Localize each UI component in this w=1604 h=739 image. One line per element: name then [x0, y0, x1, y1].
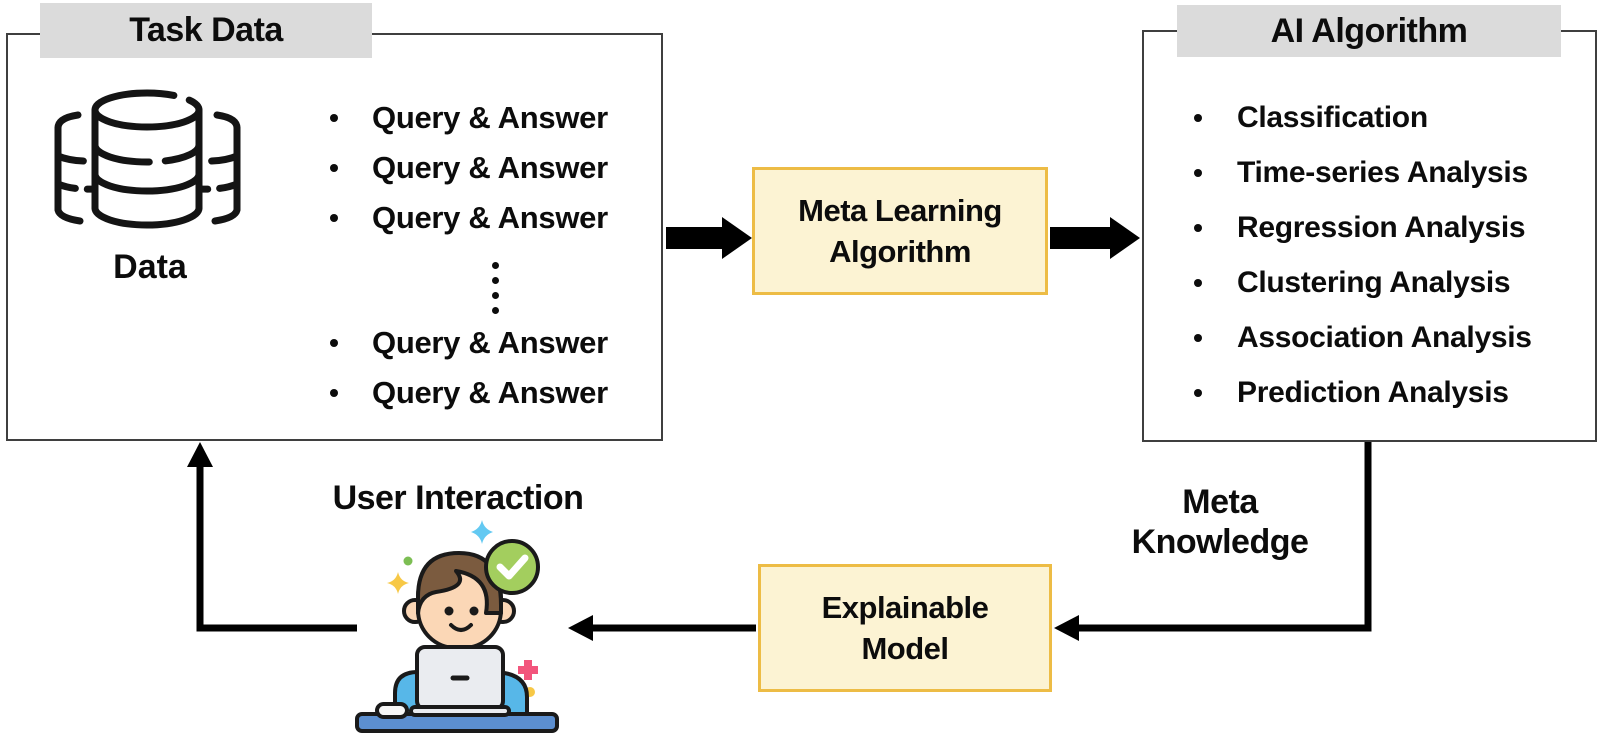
ai-item-label: Association Analysis	[1237, 321, 1532, 354]
database-label: Data	[113, 248, 187, 286]
bullet-icon	[1194, 334, 1202, 342]
bullet-icon	[330, 389, 338, 397]
bullet-icon	[330, 214, 338, 222]
check-mark-icon	[496, 554, 529, 580]
ai-item: Prediction Analysis	[1194, 372, 1509, 414]
arrow-user-to-task-head-icon	[187, 442, 213, 467]
ai-item: Clustering Analysis	[1194, 262, 1511, 304]
bullet-icon	[1194, 114, 1202, 122]
meta-learning-line1: Meta Learning	[798, 193, 1002, 228]
meta-knowledge-line1: Meta	[1182, 483, 1258, 521]
user-interaction-label: User Interaction	[332, 479, 584, 517]
task-data-header: Task Data	[40, 3, 372, 58]
ai-item: Time-series Analysis	[1194, 152, 1528, 194]
smile	[449, 623, 473, 632]
ai-item: Regression Analysis	[1194, 207, 1526, 249]
task-item: Query & Answer	[330, 372, 608, 414]
task-item-label: Query & Answer	[372, 375, 608, 410]
vertical-ellipsis-icon	[492, 262, 499, 322]
meta-knowledge-label: Meta Knowledge	[1070, 482, 1370, 562]
bullet-icon	[1194, 389, 1202, 397]
meta-learning-line2: Algorithm	[829, 234, 971, 269]
bullet-icon	[330, 114, 338, 122]
task-item-label: Query & Answer	[372, 150, 608, 185]
explainable-model-box: Explainable Model	[758, 564, 1052, 692]
ai-item-label: Clustering Analysis	[1237, 266, 1511, 299]
sparkle-blue-icon	[471, 520, 493, 544]
task-item: Query & Answer	[330, 322, 608, 364]
ai-item-label: Time-series Analysis	[1237, 156, 1528, 189]
arrow-explainable-to-user-head-icon	[568, 615, 593, 641]
user-illustration	[355, 520, 559, 733]
hair	[416, 551, 503, 615]
task-item: Query & Answer	[330, 97, 608, 139]
ai-item: Association Analysis	[1194, 317, 1532, 359]
ai-algorithm-box	[1142, 30, 1597, 442]
arrow-meta-to-ai-icon	[1050, 217, 1140, 259]
bullet-icon	[330, 339, 338, 347]
bullet-icon	[1194, 224, 1202, 232]
task-data-box	[6, 33, 663, 441]
arrow-ai-to-explainable-head-icon	[1054, 615, 1079, 641]
sparkle-green-dot-icon	[403, 556, 413, 566]
laptop-base	[409, 705, 511, 717]
meta-learning-box: Meta Learning Algorithm	[752, 167, 1048, 295]
check-badge-icon	[484, 539, 540, 595]
sparkle-yellow-icon	[387, 572, 409, 594]
ai-algorithm-title: AI Algorithm	[1270, 12, 1468, 50]
arrow-user-to-task-line	[196, 464, 357, 632]
left-eye	[444, 606, 454, 616]
right-eye	[469, 606, 479, 616]
arrow-task-to-meta-icon	[666, 217, 752, 259]
meta-knowledge-line2: Knowledge	[1131, 523, 1309, 561]
bullet-icon	[1194, 169, 1202, 177]
ai-algorithm-header: AI Algorithm	[1177, 5, 1561, 57]
database-icon	[54, 89, 241, 229]
explainable-model-line1: Explainable	[821, 590, 989, 625]
task-item: Query & Answer	[330, 197, 608, 239]
ai-item-label: Prediction Analysis	[1237, 376, 1509, 409]
bullet-icon	[1194, 279, 1202, 287]
task-item-label: Query & Answer	[372, 325, 608, 360]
ai-item-label: Classification	[1237, 101, 1428, 134]
task-item-label: Query & Answer	[372, 200, 608, 235]
task-data-title: Task Data	[129, 11, 283, 49]
ai-item: Classification	[1194, 97, 1428, 139]
task-item: Query & Answer	[330, 147, 608, 189]
task-item-label: Query & Answer	[372, 100, 608, 135]
mouse	[375, 702, 409, 719]
arrow-ai-to-explainable-line	[1076, 442, 1372, 632]
ai-item-label: Regression Analysis	[1237, 211, 1526, 244]
sparkle-pink-icon	[518, 660, 538, 680]
bullet-icon	[330, 164, 338, 172]
explainable-model-line2: Model	[861, 631, 949, 666]
